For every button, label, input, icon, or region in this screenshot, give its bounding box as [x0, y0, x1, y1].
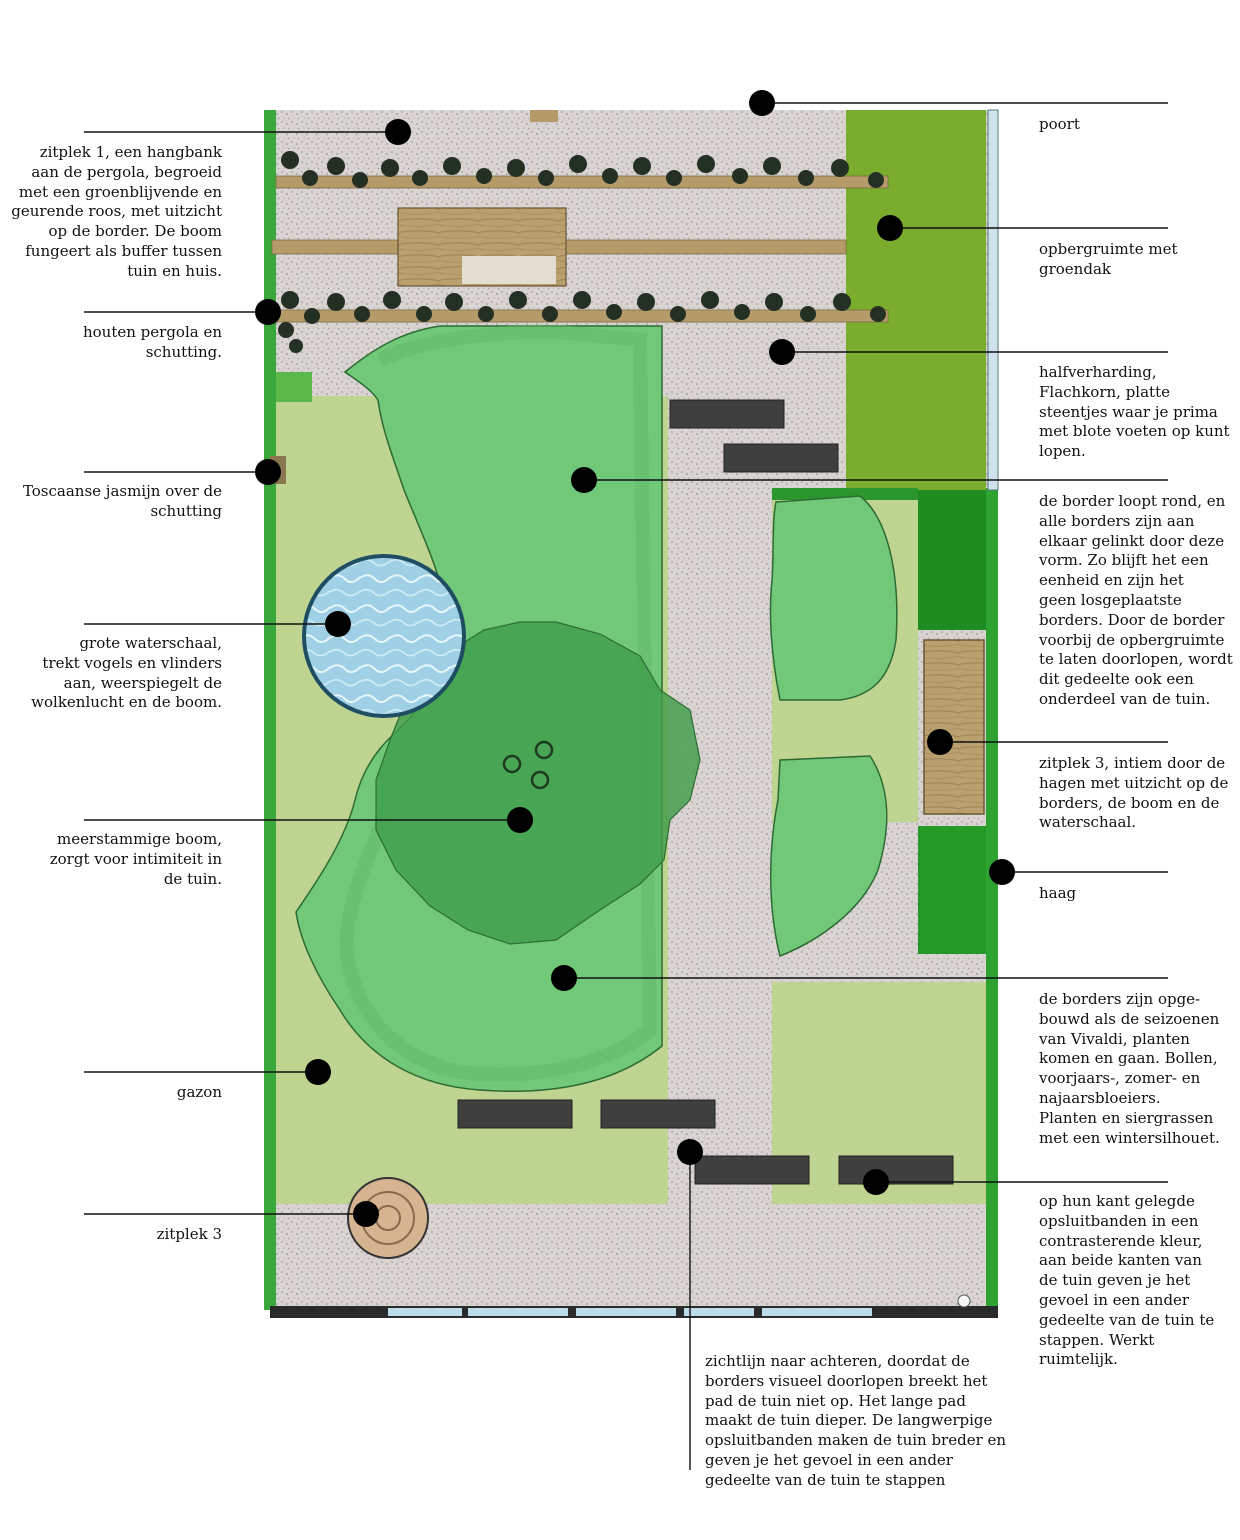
tree-trunks: [502, 740, 554, 790]
hedge-top: [918, 490, 986, 630]
border-right-top: [769, 495, 898, 701]
wooden-bench-right: [923, 639, 985, 815]
marker-halfverharding: [769, 339, 795, 365]
hedge-right-strip: [986, 488, 998, 1308]
label-zichtlijn: zichtlijn naar achteren, doordat de bord…: [705, 1352, 1007, 1489]
bottom-window-2: [468, 1308, 568, 1316]
label-zitplek3-left: zitplek 3: [156, 1225, 222, 1243]
drain-point: [957, 1294, 971, 1308]
climbing-roses: [278, 151, 886, 353]
bottom-window-5: [762, 1308, 872, 1316]
marker-zitplek1: [385, 119, 411, 145]
marker-jasmijn: [255, 459, 281, 485]
marker-opsluitbanden: [863, 1169, 889, 1195]
marker-gazon: [305, 1059, 331, 1085]
marker-haag: [989, 859, 1015, 885]
label-poort: poort: [1039, 115, 1080, 133]
bottom-window-4: [684, 1308, 754, 1316]
hedge-strip-top: [772, 488, 918, 500]
pergola-beam-top: [275, 175, 889, 189]
label-zitplek3-right: zitplek 3, intiem door de hagen met uitz…: [1039, 754, 1229, 832]
marker-opbergruimte: [877, 215, 903, 241]
marker-boom: [507, 807, 533, 833]
label-gazon: gazon: [176, 1083, 222, 1101]
fence-left: [264, 110, 276, 1310]
label-waterschaal: grote waterschaal, trekt vogels en vlind…: [31, 634, 222, 712]
label-jasmijn: Toscaanse jasmijn over de schutting: [22, 482, 222, 520]
gate: [530, 110, 558, 122]
marker-zichtlijn: [677, 1139, 703, 1165]
marker-poort: [749, 90, 775, 116]
bottom-window-1: [388, 1308, 462, 1316]
label-opsluitbanden: op hun kant gelegde opsluitbanden in een…: [1039, 1192, 1215, 1369]
bench-cushion: [462, 256, 556, 284]
stepping-stones: [457, 399, 954, 1185]
fence-green-patch: [276, 372, 312, 402]
label-border-rond: de border loopt rond, en alle borders zi…: [1039, 492, 1233, 708]
border-right-bottom: [769, 755, 888, 958]
label-zitplek1: zitplek 1, een hangbank aan de pergola, …: [11, 143, 222, 280]
hedge-bottom: [918, 826, 986, 954]
marker-zitplek3-left: [353, 1201, 379, 1227]
markers: [255, 90, 1015, 1227]
label-pergola: houten pergola en schutting.: [82, 323, 222, 361]
label-halfverharding: halfverharding, Flachkorn, platte steent…: [1039, 363, 1230, 461]
marker-zitplek3-right: [927, 729, 953, 755]
bottom-window-3: [576, 1308, 676, 1316]
storage-green-roof: [846, 110, 986, 492]
round-seat: [347, 1177, 429, 1259]
leader-lines: [84, 102, 1168, 1470]
fence-right: [987, 109, 999, 491]
marker-pergola: [255, 299, 281, 325]
label-borders-seizoenen: de borders zijn opge- bouwd als de seizo…: [1039, 990, 1220, 1147]
marker-borders-seizoenen: [551, 965, 577, 991]
marker-border-rond: [571, 467, 597, 493]
main-border-inner-shade: [339, 324, 658, 1082]
water-bowl: [302, 554, 466, 718]
label-boom: meerstammige boom, zorgt voor intimiteit…: [49, 830, 222, 888]
label-opbergruimte: opbergruimte met groendak: [1039, 240, 1178, 278]
marker-waterschaal: [325, 611, 351, 637]
label-haag: haag: [1039, 884, 1077, 902]
